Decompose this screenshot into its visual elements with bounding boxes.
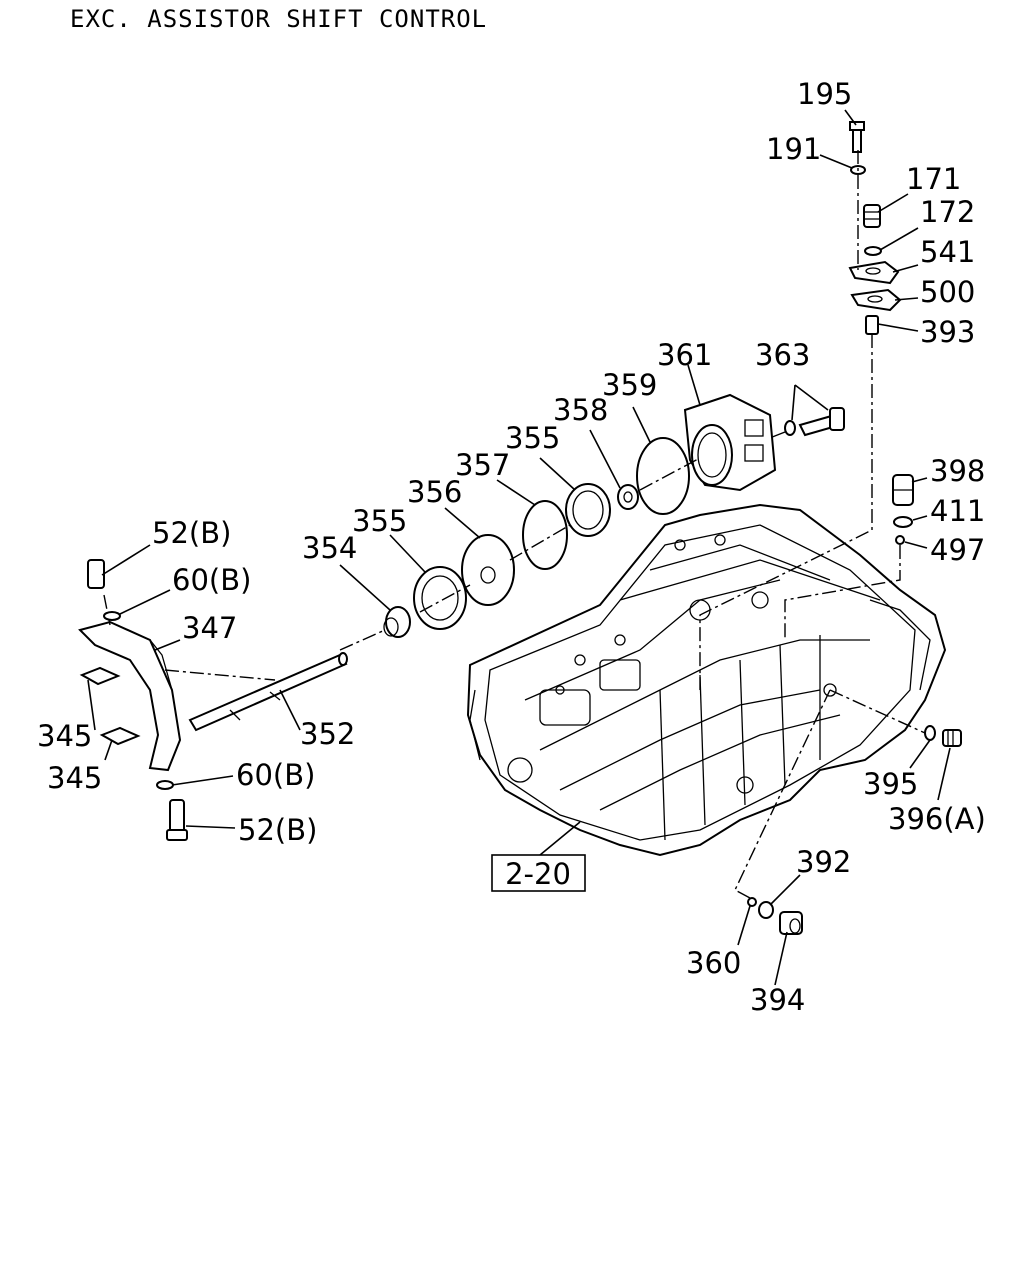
sensor-stack bbox=[699, 121, 902, 690]
switch-394 bbox=[779, 911, 803, 935]
label-497: 497 bbox=[930, 533, 985, 567]
label-411: 411 bbox=[930, 494, 985, 528]
diagram-title: EXC. ASSISTOR SHIFT CONTROL bbox=[70, 5, 487, 33]
label-360: 360 bbox=[686, 946, 741, 980]
sensor-171 bbox=[863, 204, 881, 228]
label-396a: 396(A) bbox=[888, 802, 986, 836]
label-363: 363 bbox=[755, 338, 810, 372]
shift-rod-352 bbox=[188, 652, 348, 732]
label-392: 392 bbox=[796, 845, 851, 879]
label-171: 171 bbox=[906, 162, 961, 196]
washer-395 bbox=[924, 725, 936, 741]
housing-361 bbox=[683, 393, 777, 492]
snap-ring-357 bbox=[522, 500, 568, 570]
label-361: 361 bbox=[657, 338, 712, 372]
label-355-upper: 355 bbox=[505, 421, 560, 455]
bolt-195 bbox=[852, 127, 862, 153]
washer-60b-top bbox=[103, 611, 121, 621]
label-398: 398 bbox=[930, 454, 985, 488]
reference-box: 2-20 bbox=[491, 821, 586, 892]
pad-345-a bbox=[79, 666, 121, 686]
pad-345-b bbox=[99, 726, 141, 746]
label-352: 352 bbox=[300, 717, 355, 751]
piston-356 bbox=[461, 534, 515, 606]
ball-360 bbox=[747, 897, 757, 907]
label-500: 500 bbox=[920, 275, 975, 309]
plug-396a bbox=[942, 729, 962, 747]
seal-355-upper bbox=[565, 483, 611, 537]
shift-fork-347 bbox=[78, 620, 276, 772]
o-ring-172 bbox=[864, 246, 882, 256]
o-ring-359 bbox=[636, 437, 690, 515]
label-60b-top: 60(B) bbox=[172, 563, 251, 597]
leader-lines bbox=[87, 109, 951, 986]
label-394: 394 bbox=[750, 983, 805, 1017]
flange-541 bbox=[848, 260, 900, 285]
sleeve-393 bbox=[865, 315, 879, 335]
label-395: 395 bbox=[863, 767, 918, 801]
switch-398 bbox=[892, 474, 914, 506]
label-345-b: 345 bbox=[47, 761, 102, 795]
label-347: 347 bbox=[182, 611, 237, 645]
gasket-500 bbox=[850, 288, 902, 312]
label-52b-top: 52(B) bbox=[152, 516, 231, 550]
label-191: 191 bbox=[766, 132, 821, 166]
bushing-354 bbox=[383, 606, 411, 638]
nut-358 bbox=[617, 484, 639, 510]
label-358: 358 bbox=[553, 393, 608, 427]
bolt-52b-bottom bbox=[166, 799, 188, 841]
label-393: 393 bbox=[920, 315, 975, 349]
o-ring-392 bbox=[758, 901, 774, 919]
o-ring-411 bbox=[893, 516, 913, 528]
label-195: 195 bbox=[797, 77, 852, 111]
bolt-363-assembly bbox=[751, 407, 845, 446]
label-356: 356 bbox=[407, 475, 462, 509]
label-354: 354 bbox=[302, 531, 357, 565]
label-541: 541 bbox=[920, 235, 975, 269]
part-labels: 195 191 171 172 541 500 393 361 363 359 … bbox=[37, 77, 986, 1017]
label-52b-bottom: 52(B) bbox=[238, 813, 317, 847]
reference-box-label: 2-20 bbox=[505, 857, 571, 891]
label-60b-bottom: 60(B) bbox=[236, 758, 315, 792]
label-355-lower: 355 bbox=[352, 504, 407, 538]
washer-60b-bottom bbox=[156, 780, 174, 790]
label-357: 357 bbox=[455, 448, 510, 482]
label-359: 359 bbox=[602, 368, 657, 402]
ball-497 bbox=[895, 535, 905, 545]
seal-355-lower bbox=[413, 566, 467, 630]
label-172: 172 bbox=[920, 195, 975, 229]
label-345-a: 345 bbox=[37, 719, 92, 753]
